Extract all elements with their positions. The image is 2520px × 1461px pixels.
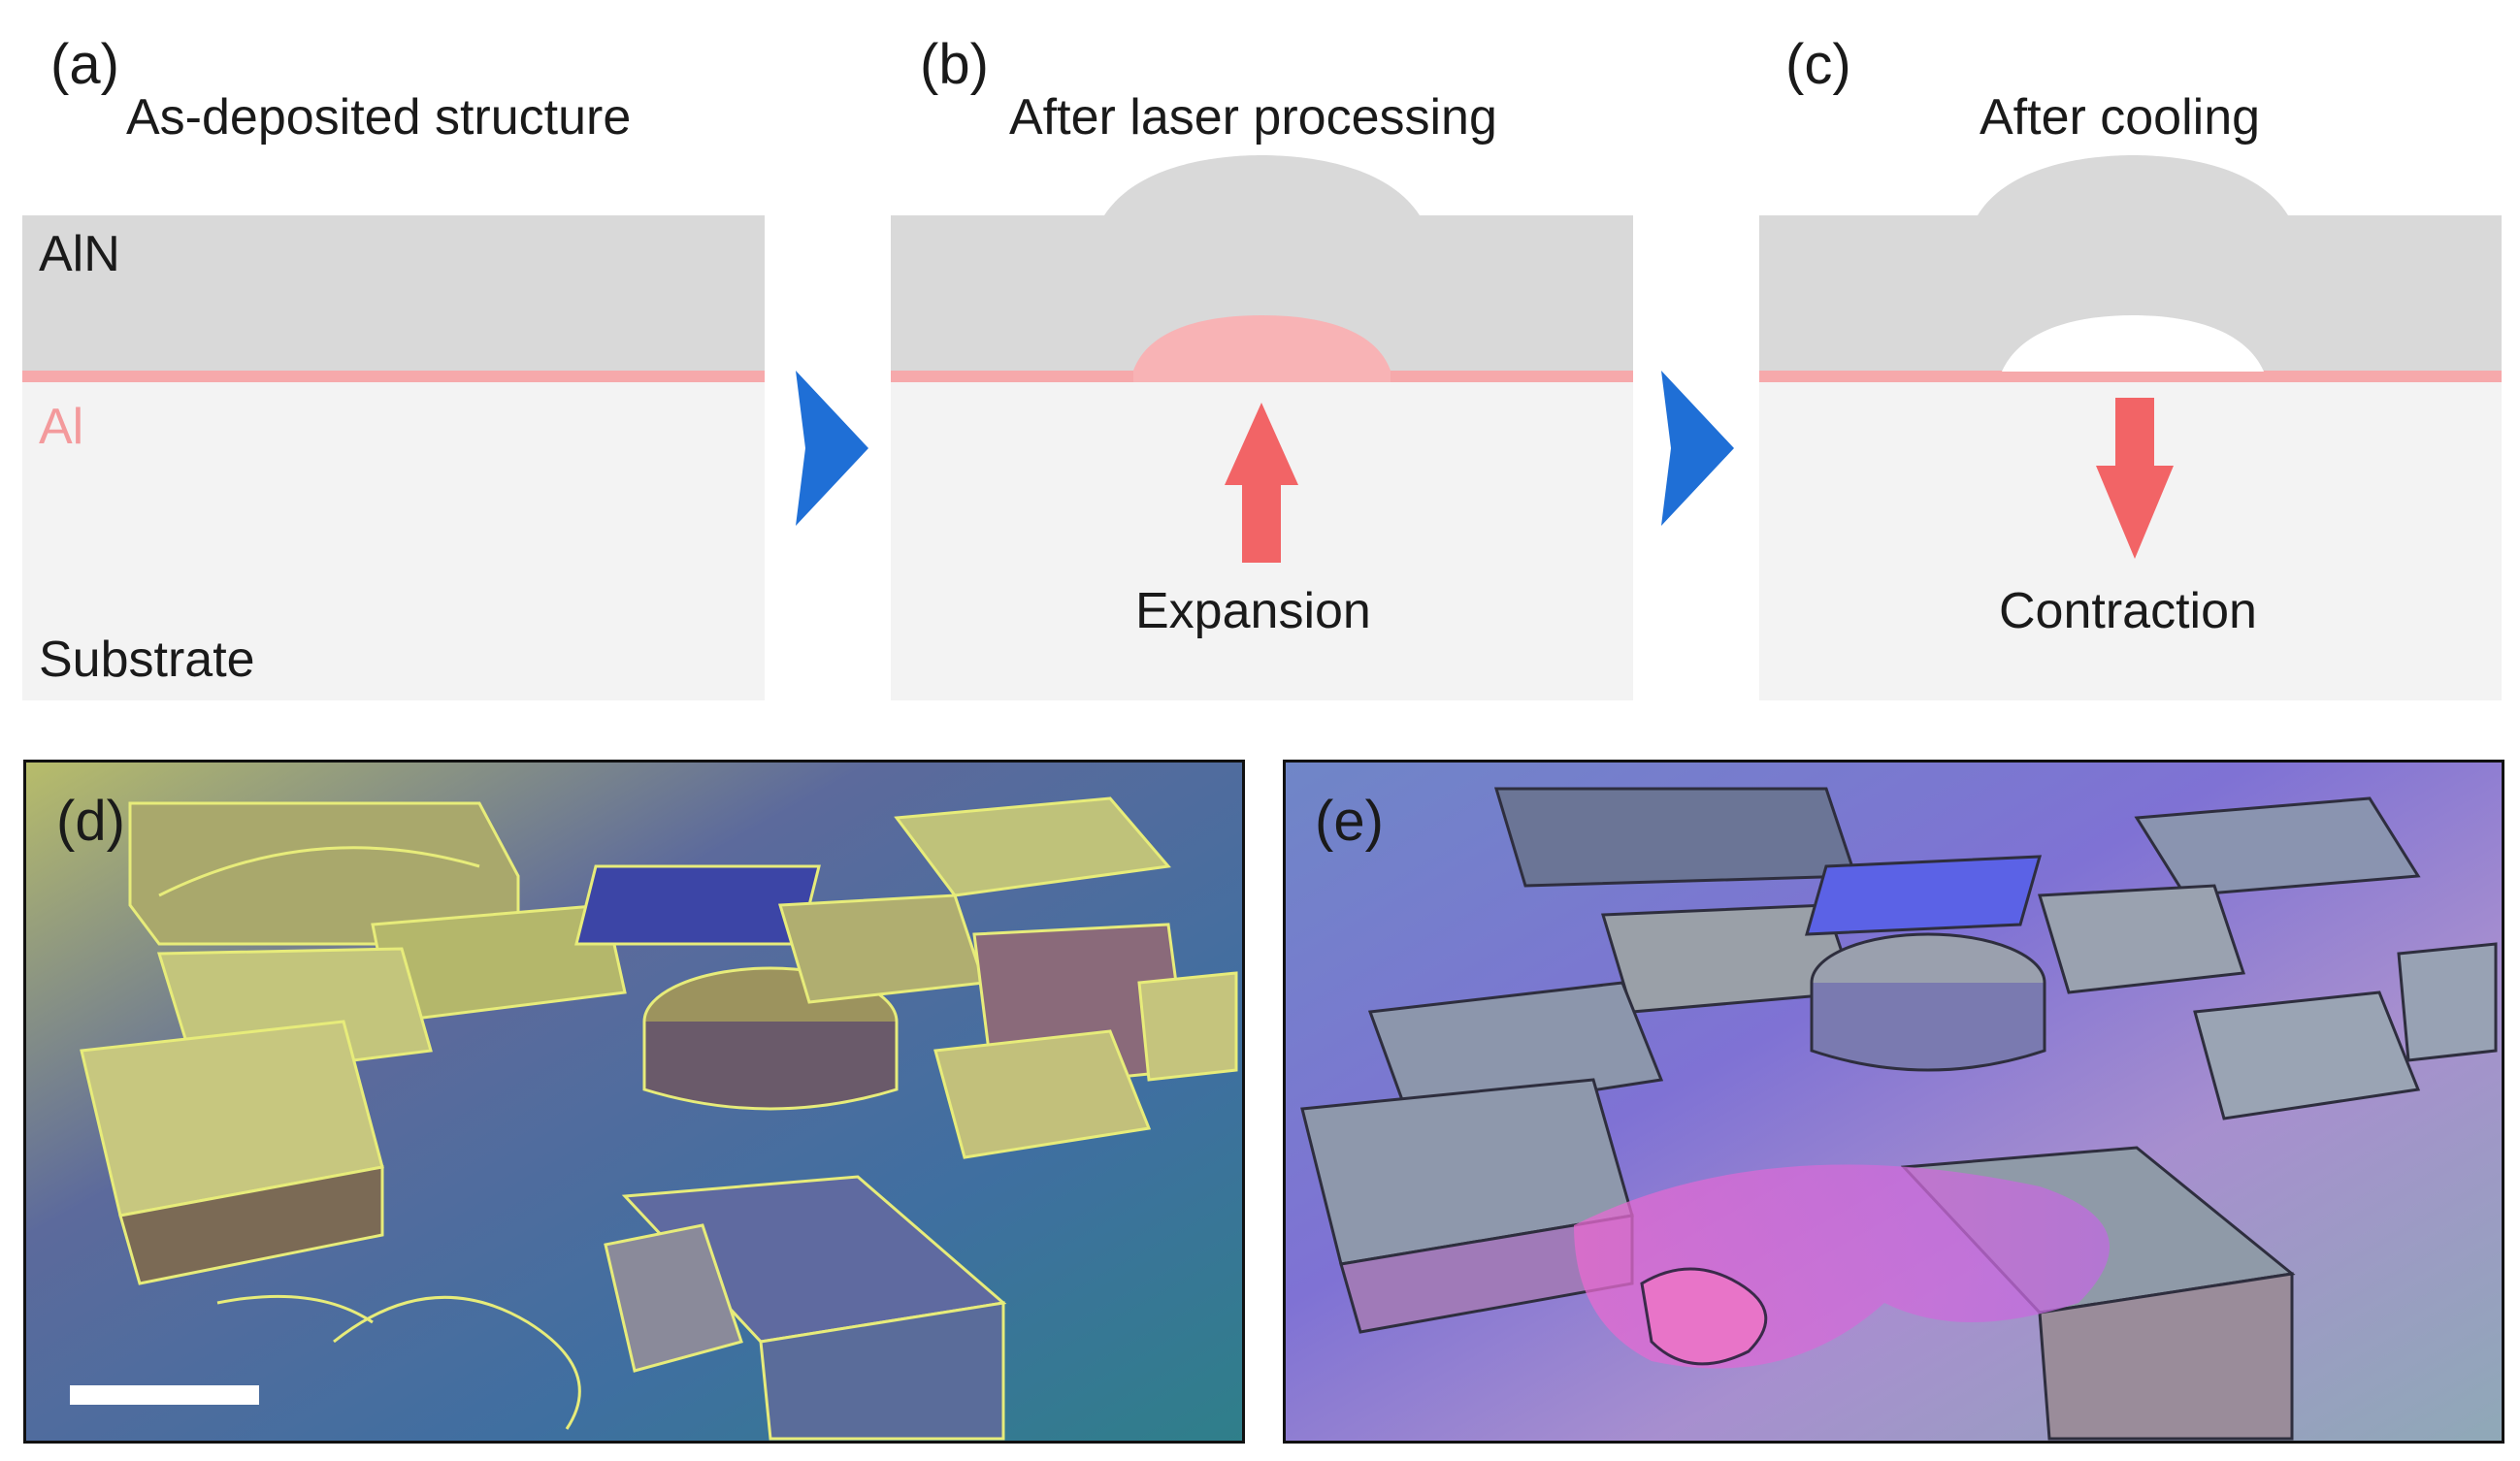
al-layer xyxy=(1759,371,2502,382)
block-arrow-icon xyxy=(1225,403,1298,563)
panel-b-schematic xyxy=(891,155,1633,700)
panel-e-letter: (e) xyxy=(1315,790,1384,853)
panel-a-letter: (a) xyxy=(50,33,119,96)
aln-bulge xyxy=(1978,155,2288,215)
al-label: Al xyxy=(39,399,84,455)
al-layer xyxy=(22,371,765,382)
aln-layer xyxy=(22,215,765,371)
pond-outline xyxy=(333,1295,581,1430)
panel-c-letter: (c) xyxy=(1785,33,1851,96)
panel-d-photo xyxy=(23,760,1245,1444)
contraction-label: Contraction xyxy=(1999,583,2257,639)
building-relief xyxy=(1300,787,2498,1441)
panel-e-photo xyxy=(1283,760,2504,1444)
chevron-right-icon xyxy=(796,371,868,526)
aln-bulge xyxy=(1104,155,1420,215)
substrate-layer xyxy=(22,382,765,700)
aln-label: AlN xyxy=(39,226,120,282)
panel-b-letter: (b) xyxy=(920,33,989,96)
block-arrow-icon xyxy=(2096,398,2174,559)
panel-a-schematic xyxy=(22,215,765,700)
panel-d-letter: (d) xyxy=(56,790,125,853)
scale-bar xyxy=(70,1385,259,1405)
panel-c-schematic xyxy=(1759,155,2502,700)
panel-c-title: After cooling xyxy=(1980,89,2261,146)
chevron-right-icon xyxy=(1661,371,1734,526)
building-outlines xyxy=(80,796,1238,1441)
substrate-label: Substrate xyxy=(39,632,255,688)
void-cavity xyxy=(2002,315,2264,372)
panel-a-title: As-deposited structure xyxy=(126,89,632,146)
panel-b-title: After laser processing xyxy=(1009,89,1497,146)
al-expanded-bubble xyxy=(1133,315,1391,382)
expansion-label: Expansion xyxy=(1135,583,1371,639)
